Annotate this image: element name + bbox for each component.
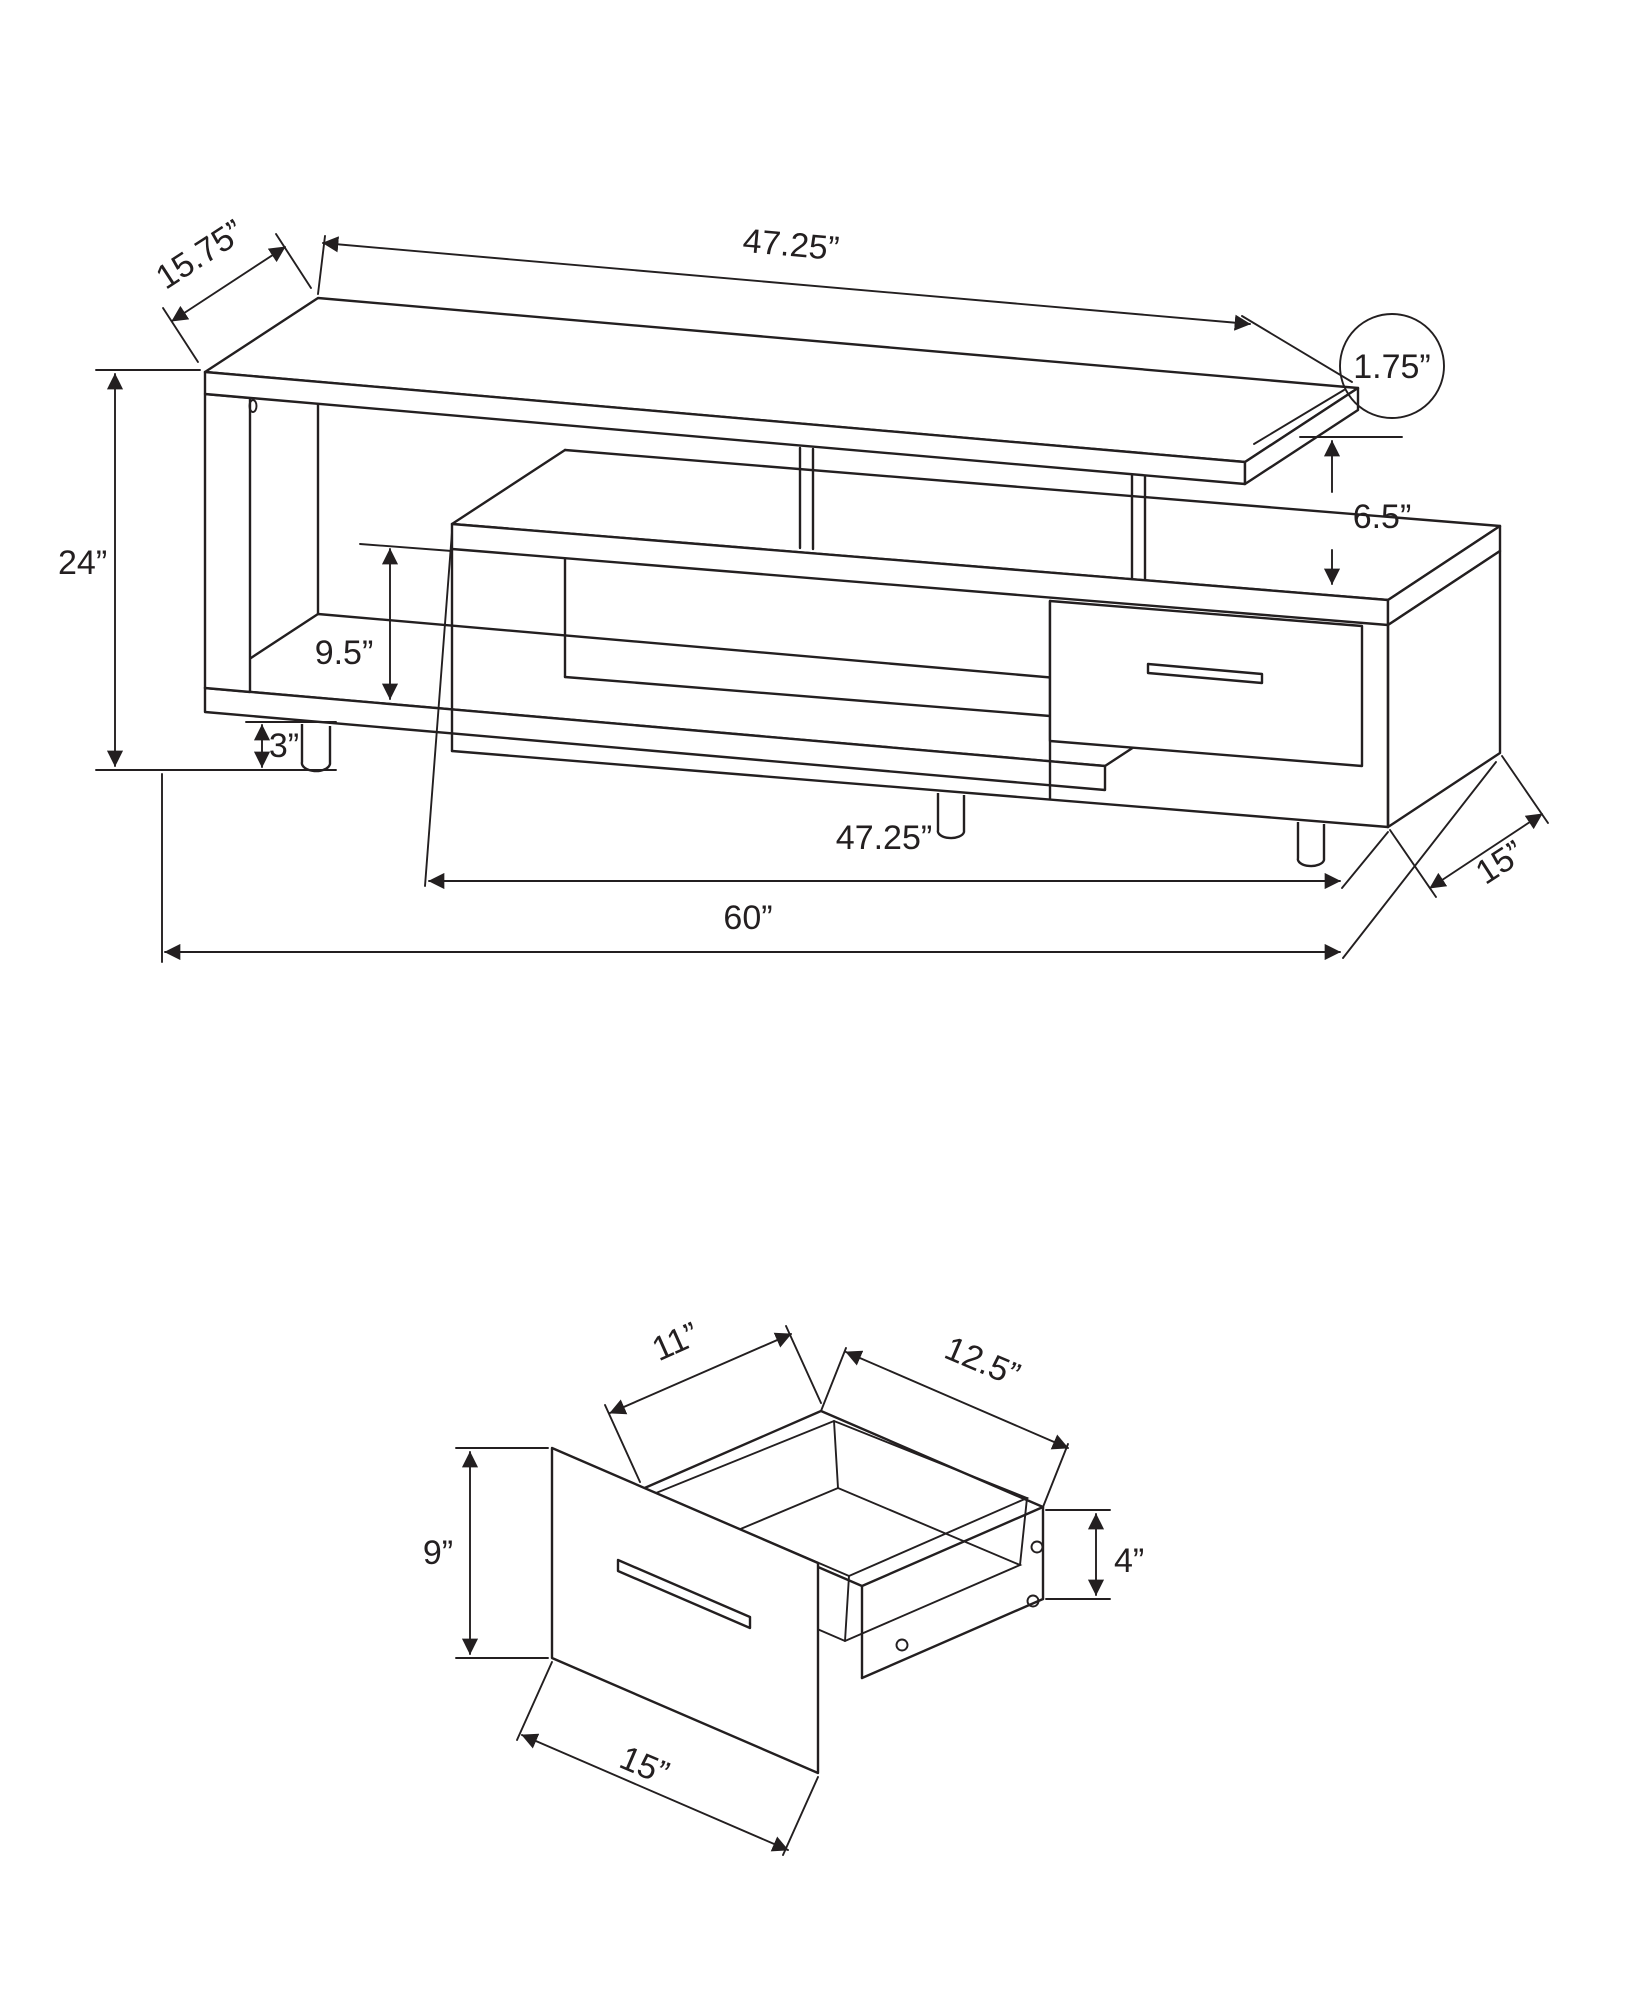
screw-hole (1030, 1540, 1044, 1554)
extension-line (782, 1776, 819, 1856)
screw-hole (895, 1638, 909, 1652)
dim-label-depth: 12.5” (939, 1329, 1025, 1394)
dim-top-thickness: 1.75” (1253, 313, 1445, 445)
dimension-arrow (322, 236, 1251, 331)
dim-label-opening-height: 9.5” (315, 634, 374, 672)
dim-label-front-width: 15” (614, 1739, 674, 1793)
extension-line (604, 1404, 641, 1483)
drawer-structure (550, 1409, 1045, 1775)
extension-line (424, 531, 453, 887)
cam-lock-mark (248, 399, 258, 413)
dim-opening-height: 9.5” (315, 543, 453, 700)
dim-label-base-depth: 15” (1469, 833, 1531, 892)
extension-line (785, 1325, 822, 1404)
extension-line (275, 233, 312, 289)
dim-label-top-depth: 15.75” (149, 213, 251, 297)
extension-line (1042, 1443, 1069, 1508)
cabinet-interior-back-bottom-edge (563, 675, 1052, 718)
leader-line (1253, 389, 1345, 445)
dim-front-height: 9” (423, 1447, 549, 1659)
dim-label-top-length: 47.25” (741, 222, 840, 268)
dim-label-base-length: 47.25” (836, 819, 932, 857)
dim-label-overall-width: 60” (723, 899, 772, 937)
extension-line (820, 1347, 847, 1412)
extension-line (1389, 829, 1437, 898)
drawer-front-panel (1048, 599, 1364, 768)
dim-label-overall-height: 24” (58, 544, 107, 582)
extension-line (1241, 315, 1353, 383)
dim-shelf-gap: 6.5” (1299, 436, 1412, 585)
dim-overall-height: 24” (58, 369, 337, 771)
dimension-arrow (171, 246, 286, 322)
extension-line (359, 543, 453, 552)
screw-hole (1026, 1594, 1040, 1608)
dim-depth: 12.5” (820, 1329, 1069, 1508)
dim-label-shelf-gap: 6.5” (1353, 498, 1412, 536)
dim-label-leg-height: 3” (269, 727, 299, 765)
interior-corner-edge (833, 1420, 839, 1489)
extension-line (1341, 831, 1389, 889)
drawer-detail-view: 11” 12.5” 9” 4” 15” (423, 1315, 1144, 1856)
dim-top-length: 47.25” (317, 222, 1353, 383)
tv-stand-structure (203, 296, 1502, 868)
interior-corner-edge (1019, 1497, 1028, 1566)
dim-label-top-thickness: 1.75” (1353, 348, 1431, 386)
dimension-arrow (845, 1350, 1069, 1450)
left-panel-front-face (203, 392, 252, 694)
drawer-handle (616, 1558, 752, 1630)
dimension-arrow (609, 1332, 792, 1415)
cabinet-bottom-front-edge (450, 749, 1390, 829)
extension-line (516, 1661, 553, 1741)
dimension-arrow (1429, 813, 1543, 889)
drawer-handle (1146, 662, 1264, 685)
drawer-front-face (550, 1446, 820, 1775)
tv-stand-view: 15.75” 47.25” 1.75” 6.5” 24” (58, 213, 1549, 963)
dim-label-side-height: 4” (1114, 1542, 1144, 1580)
dimension-arrow (521, 1733, 789, 1852)
callout-circle (1339, 313, 1445, 419)
extension-line (317, 235, 326, 295)
dim-overall-width: 60” (161, 761, 1497, 963)
top-shelf-right-end-face (1243, 386, 1360, 486)
dim-leg-height: 3” (245, 721, 337, 768)
dim-label-front-height: 9” (423, 1534, 453, 1572)
right-wall-bottom-edge (860, 1597, 1045, 1680)
middle-leg (936, 793, 966, 840)
dim-label-inner-width: 11” (647, 1315, 705, 1369)
right-leg (1296, 822, 1326, 868)
interior-corner-edge (844, 1575, 850, 1642)
extension-line (162, 307, 199, 363)
extension-line (1501, 755, 1549, 824)
extension-line (1342, 761, 1497, 959)
bottom-shelf-front-face (203, 686, 1107, 792)
left-leg (300, 724, 332, 773)
dim-base-length: 47.25” (424, 531, 1389, 890)
dim-side-height: 4” (1045, 1509, 1144, 1600)
